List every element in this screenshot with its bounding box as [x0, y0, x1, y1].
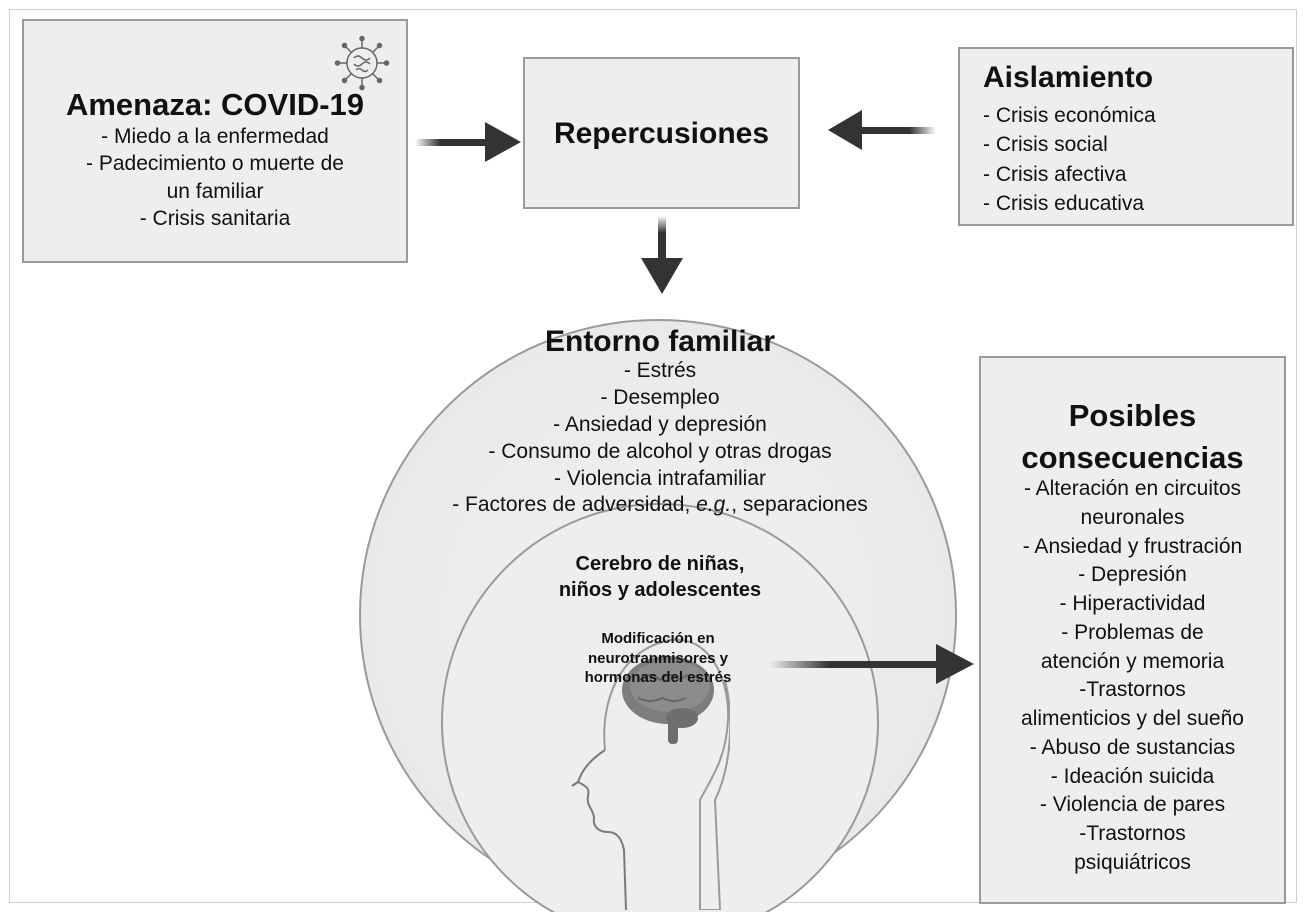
cerebro-title: Cerebro de niñas, niños y adolescentes	[500, 551, 820, 603]
entorno-title: Entorno familiar	[544, 325, 776, 358]
aislamiento-title: Aislamiento	[983, 61, 1154, 94]
aislamiento-item: - Crisis social	[983, 133, 1108, 157]
consecuencias-item: -Trastornos	[1079, 822, 1186, 846]
consecuencias-title: Posibles consecuencias	[981, 395, 1284, 480]
entorno-item-last: - Factores de adversidad, e.g., separaci…	[360, 492, 960, 519]
modificacion-text: Modificación en neurotranmisores y hormo…	[548, 629, 768, 688]
amenaza-item: - Crisis sanitaria	[139, 206, 291, 230]
consecuencias-item: - Hiperactividad	[1059, 592, 1206, 616]
cerebro-title-line: niños y adolescentes	[558, 579, 762, 601]
amenaza-item: - Padecimiento o muerte de	[86, 152, 344, 176]
entorno-last-prefix: - Factores de adversidad,	[452, 493, 697, 517]
entorno-item: - Consumo de alcohol y otras drogas	[488, 439, 832, 463]
entorno-item: - Desempleo	[600, 385, 720, 409]
entorno-item: - Violencia intrafamiliar	[553, 466, 767, 490]
amenaza-item: - Miedo a la enfermedad	[101, 125, 329, 148]
consecuencias-title-line: Posibles	[1068, 398, 1197, 433]
entorno-item: - Ansiedad y depresión	[553, 412, 767, 436]
arrow-repercusiones-to-entorno	[641, 216, 683, 294]
consecuencias-item: atención y memoria	[1040, 649, 1225, 673]
head-brain-icon	[560, 610, 732, 915]
aislamiento-box: Aislamiento - Crisis económica - Crisis …	[958, 47, 1294, 226]
consecuencias-title-line: consecuencias	[1021, 440, 1244, 476]
entorno-item: - Estrés	[623, 359, 697, 382]
consecuencias-box: Posibles consecuencias - Alteración en c…	[979, 356, 1286, 904]
consecuencias-item: psiquiátricos	[1074, 850, 1191, 874]
amenaza-item: un familiar	[166, 179, 264, 203]
aislamiento-item: - Crisis educativa	[983, 192, 1145, 216]
cerebro-title-line: Cerebro de niñas,	[575, 553, 745, 575]
consecuencias-item: - Alteración en circuitos	[1023, 477, 1242, 500]
entorno-last-suffix: , separaciones	[731, 493, 868, 517]
entorno-list: - Estrés - Desempleo - Ansiedad y depres…	[360, 358, 960, 519]
modificacion-line: neurotranmisores y	[587, 649, 729, 667]
consecuencias-item: - Ansiedad y frustración	[1022, 534, 1243, 558]
consecuencias-item: neuronales	[1080, 505, 1185, 529]
modificacion-line: Modificación en	[601, 630, 715, 647]
aislamiento-item: - Crisis económica	[983, 104, 1156, 127]
amenaza-box: Amenaza: COVID-19 - Miedo a la enfermeda…	[22, 19, 408, 263]
arrow-cerebro-to-consecuencias	[770, 644, 974, 684]
repercusiones-title: Repercusiones	[553, 117, 770, 150]
repercusiones-box: Repercusiones	[523, 57, 800, 209]
virus-icon	[332, 33, 392, 98]
aislamiento-item: - Crisis afectiva	[983, 162, 1127, 186]
modificacion-line: hormonas del estrés	[584, 669, 732, 686]
consecuencias-item: alimenticios y del sueño	[1021, 707, 1244, 731]
amenaza-list: - Miedo a la enfermedad - Padecimiento o…	[24, 123, 406, 232]
arrow-aislamiento-to-repercusiones	[828, 110, 936, 150]
consecuencias-item: - Violencia de pares	[1039, 793, 1226, 817]
entorno-last-italic: e.g.	[696, 493, 732, 517]
consecuencias-item: - Problemas de	[1061, 620, 1204, 644]
aislamiento-list: - Crisis económica - Crisis social - Cri…	[983, 101, 1156, 219]
consecuencias-item: - Ideación suicida	[1050, 764, 1215, 788]
arrow-amenaza-to-repercusiones	[415, 122, 521, 162]
consecuencias-item: - Abuso de sustancias	[1029, 735, 1236, 759]
amenaza-title: Amenaza: COVID-19	[65, 87, 365, 122]
consecuencias-item: -Trastornos	[1079, 678, 1186, 702]
consecuencias-list: - Alteración en circuitos neuronales - A…	[981, 475, 1284, 878]
consecuencias-item: - Depresión	[1078, 563, 1187, 587]
